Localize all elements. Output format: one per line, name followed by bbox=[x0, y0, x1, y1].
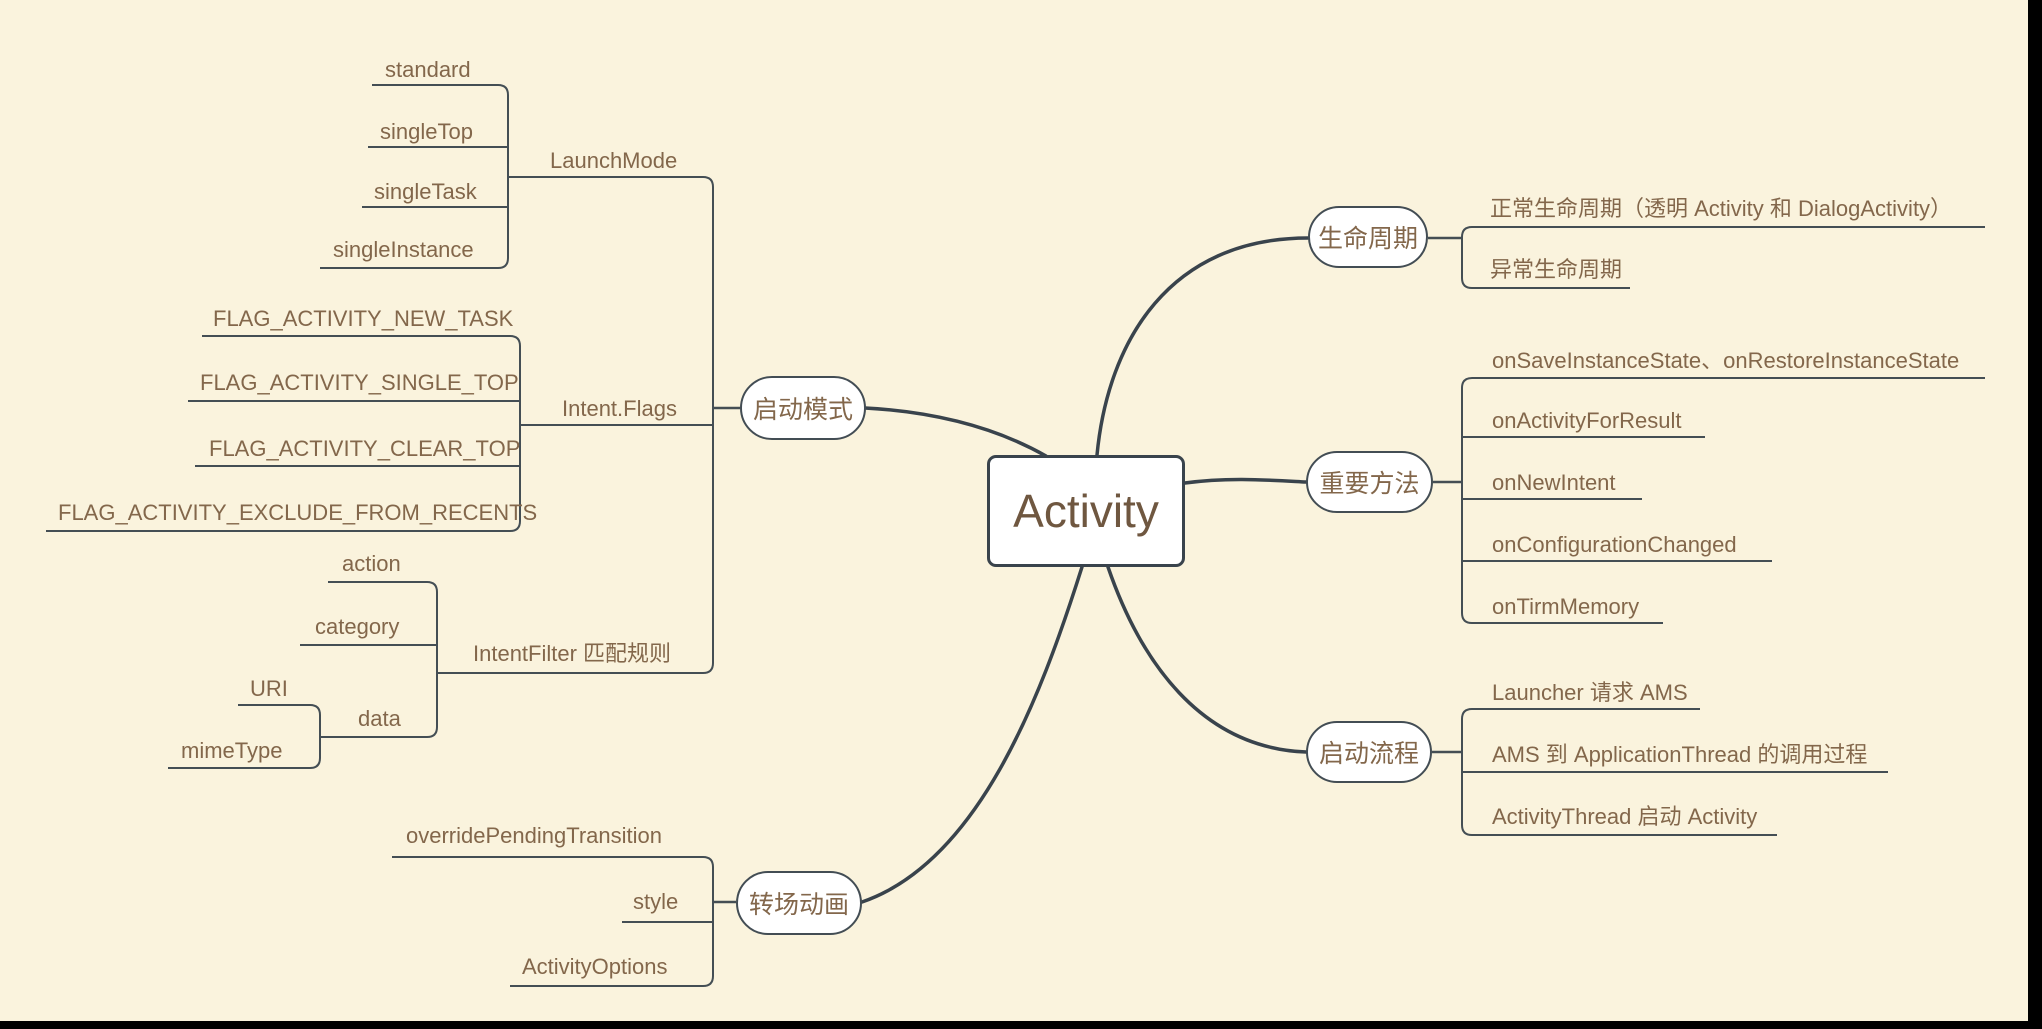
bottom-edge-bar bbox=[0, 1021, 2042, 1029]
node-onnewintent[interactable]: onNewIntent bbox=[1492, 470, 1616, 495]
methods-bracket bbox=[1433, 377, 1985, 624]
lifecycle-bracket bbox=[1428, 226, 1985, 289]
central-topic-activity[interactable]: Activity bbox=[987, 455, 1185, 567]
branch-lifecycle[interactable]: 生命周期 bbox=[1308, 206, 1428, 268]
branch-launch-flow[interactable]: 启动流程 bbox=[1306, 721, 1432, 783]
node-intentfilter-rules[interactable]: IntentFilter 匹配规则 bbox=[473, 641, 672, 666]
node-onsaveinstancestate[interactable]: onSaveInstanceState、onRestoreInstanceSta… bbox=[1492, 348, 1960, 373]
intent-flags-bracket bbox=[46, 335, 521, 532]
intent-filter-bracket bbox=[300, 581, 438, 738]
node-flag-single-top[interactable]: FLAG_ACTIVITY_SINGLE_TOP bbox=[200, 370, 519, 395]
node-abnormal-lifecycle[interactable]: 异常生命周期 bbox=[1490, 257, 1623, 282]
node-singletask[interactable]: singleTask bbox=[374, 179, 477, 204]
node-category[interactable]: category bbox=[315, 614, 400, 639]
central-curves bbox=[860, 236, 1310, 904]
branch-transition-animation[interactable]: 转场动画 bbox=[736, 871, 862, 935]
node-mimetype[interactable]: mimeType bbox=[181, 738, 283, 763]
node-launcher-request-ams[interactable]: Launcher 请求 AMS bbox=[1492, 680, 1688, 705]
node-launchmode[interactable]: LaunchMode bbox=[550, 148, 678, 173]
node-onconfigurationchanged[interactable]: onConfigurationChanged bbox=[1492, 532, 1737, 557]
node-activityoptions[interactable]: ActivityOptions bbox=[522, 954, 668, 979]
branch-launch-mode[interactable]: 启动模式 bbox=[740, 376, 866, 440]
node-action[interactable]: action bbox=[342, 551, 401, 576]
node-overridependingtransition[interactable]: overridePendingTransition bbox=[406, 823, 662, 848]
node-ontirmmemory[interactable]: onTirmMemory bbox=[1492, 594, 1640, 619]
node-activitythread-start-activity[interactable]: ActivityThread 启动 Activity bbox=[1492, 804, 1758, 829]
right-edge-bar bbox=[2028, 0, 2042, 1029]
node-flag-new-task[interactable]: FLAG_ACTIVITY_NEW_TASK bbox=[213, 306, 514, 331]
launch-branch-spine bbox=[437, 176, 714, 674]
node-uri[interactable]: URI bbox=[250, 676, 288, 701]
node-ams-to-applicationthread[interactable]: AMS 到 ApplicationThread 的调用过程 bbox=[1492, 742, 1868, 767]
node-style[interactable]: style bbox=[633, 889, 679, 914]
node-singletop[interactable]: singleTop bbox=[380, 119, 473, 144]
node-onactivityforresult[interactable]: onActivityForResult bbox=[1492, 408, 1682, 433]
node-data[interactable]: data bbox=[358, 706, 401, 731]
data-children-bracket bbox=[168, 704, 321, 769]
branch-important-methods[interactable]: 重要方法 bbox=[1306, 451, 1433, 513]
node-flag-clear-top[interactable]: FLAG_ACTIVITY_CLEAR_TOP bbox=[209, 436, 521, 461]
transition-bracket bbox=[392, 856, 714, 987]
node-intent-flags[interactable]: Intent.Flags bbox=[562, 396, 677, 421]
node-normal-lifecycle[interactable]: 正常生命周期（透明 Activity 和 DialogActivity） bbox=[1490, 196, 1953, 221]
flow-bracket bbox=[1432, 708, 1888, 836]
node-flag-exclude-from-recents[interactable]: FLAG_ACTIVITY_EXCLUDE_FROM_RECENTS bbox=[58, 500, 538, 525]
node-singleinstance[interactable]: singleInstance bbox=[333, 237, 474, 262]
node-standard[interactable]: standard bbox=[385, 57, 471, 82]
